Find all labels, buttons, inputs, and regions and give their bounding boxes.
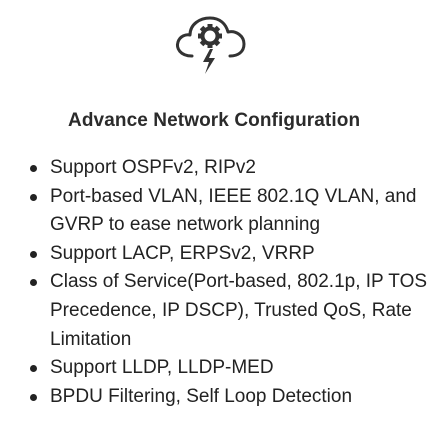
bullet-icon	[30, 393, 37, 401]
feature-text: BPDU Filtering, Self Loop Detection	[50, 385, 353, 407]
bullet-icon	[30, 193, 37, 201]
bullet-icon	[30, 250, 37, 258]
lightning-icon	[203, 49, 215, 74]
cloud-outline	[176, 16, 246, 58]
feature-item: Class of Service(Port-based, 802.1p, IP …	[26, 268, 434, 354]
bullet-icon	[30, 279, 37, 287]
feature-text: Port-based VLAN, IEEE 802.1Q VLAN, and G…	[50, 185, 417, 236]
feature-item: BPDU Filtering, Self Loop Detection	[26, 383, 434, 412]
gear-icon	[198, 24, 222, 48]
cloud-gear-lightning-icon	[168, 12, 252, 78]
bullet-icon	[30, 365, 37, 373]
feature-text: Class of Service(Port-based, 802.1p, IP …	[50, 271, 428, 350]
feature-item: Port-based VLAN, IEEE 802.1Q VLAN, and G…	[26, 183, 434, 240]
feature-text: Support LLDP, LLDP-MED	[50, 357, 274, 379]
feature-item: Support LLDP, LLDP-MED	[26, 354, 434, 383]
bullet-icon	[30, 165, 37, 172]
cloud-gear-lightning-icon-graphic	[176, 16, 246, 74]
feature-text: Support OSPFv2, RIPv2	[50, 157, 256, 178]
feature-item: Support OSPFv2, RIPv2	[26, 154, 434, 183]
feature-item: Support LACP, ERPSv2, VRRP	[26, 240, 434, 269]
feature-text: Support LACP, ERPSv2, VRRP	[50, 242, 315, 264]
section-title: Advance Network Configuration	[68, 110, 361, 131]
